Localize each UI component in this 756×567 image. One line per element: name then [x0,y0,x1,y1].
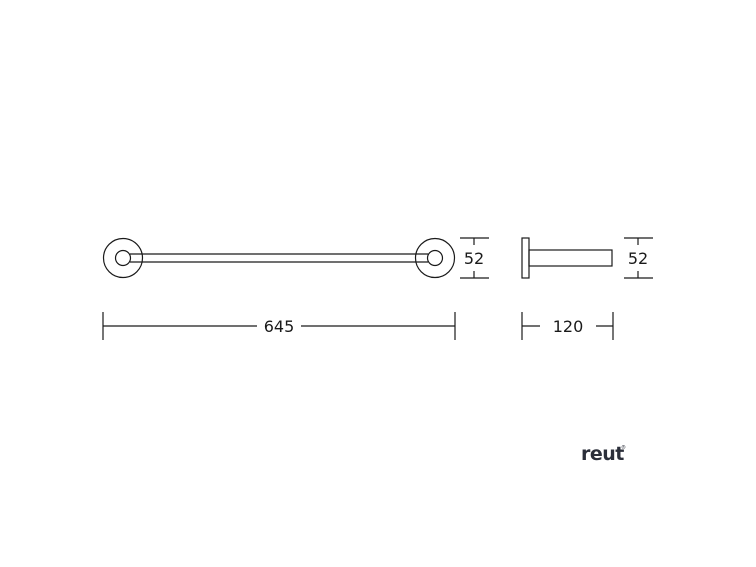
logo-registered-mark: ® [621,444,626,451]
bar-profile [528,249,613,267]
brand-logo: reut ® [581,443,626,465]
right-rosette-outer [414,237,456,279]
side-height-dimension: 52 [624,237,653,279]
logo-text: reut [581,443,624,465]
side-height-label: 52 [628,249,648,268]
right-rosette-inner [426,249,444,267]
side-depth-dimension: 120 [521,312,614,340]
side-depth-label: 120 [553,317,584,336]
front-height-dimension: 52 [460,237,489,279]
front-view [102,237,456,279]
left-rosette-outer [102,237,144,279]
front-width-dimension: 645 [102,312,456,340]
wall-plate [521,237,530,279]
side-view [521,237,613,279]
front-height-label: 52 [464,249,484,268]
left-rosette-inner [114,249,132,267]
front-width-label: 645 [264,317,295,336]
